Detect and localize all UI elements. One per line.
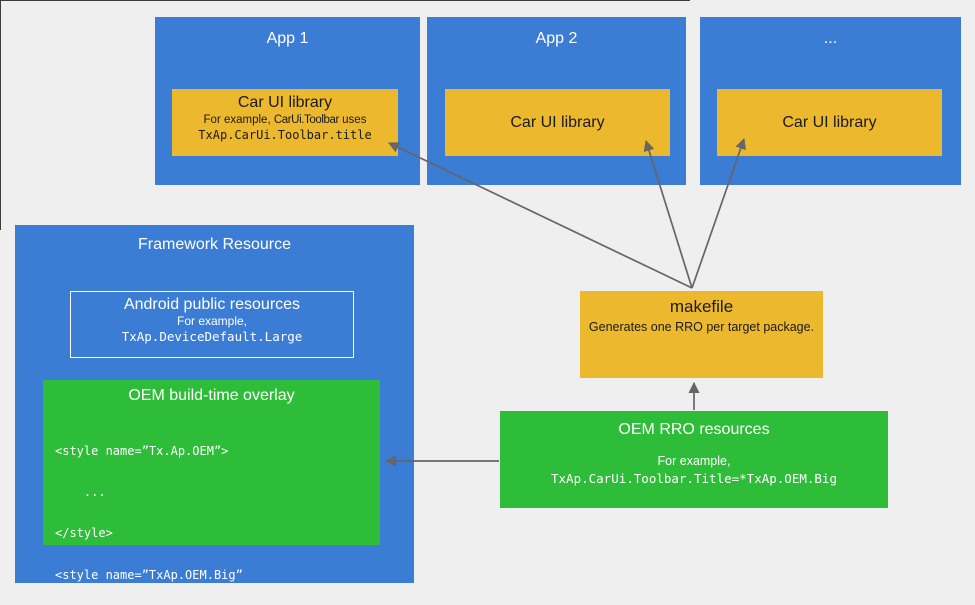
oem-build-time-overlay-title: OEM build-time overlay xyxy=(128,387,295,404)
oem-rro-resources-box: OEM RRO resources For example, TxAp.CarU… xyxy=(500,411,888,508)
app1-box: App 1 Car UI library For example, CarUi.… xyxy=(155,17,420,185)
android-public-resources-example-code: TxAp.DeviceDefault.Large xyxy=(121,329,303,344)
app1-example-prefix: For example, xyxy=(203,114,274,126)
app2-box: App 2 Car UI library xyxy=(427,17,686,185)
makefile-title: makefile xyxy=(669,297,734,316)
oem-rro-example-label: For example, xyxy=(657,454,731,468)
app1-example-ref: CarUi.Toolbar xyxy=(273,114,340,126)
app2-car-ui-library-title: Car UI library xyxy=(510,113,605,131)
app-more-car-ui-library-title: Car UI library xyxy=(782,113,877,131)
oem-overlay-code-block: <style name=”Tx.Ap.OEM”> ... </style> <s… xyxy=(43,417,380,605)
app-more-box: ... Car UI library xyxy=(700,17,961,185)
oem-rro-resources-title: OEM RRO resources xyxy=(618,421,770,438)
code-line: ... xyxy=(55,484,106,499)
app1-car-ui-library-title: Car UI library xyxy=(237,94,333,111)
code-line: <style name=”Tx.Ap.OEM”> xyxy=(55,443,229,458)
app1-car-ui-library-code: TxAp.CarUi.Toolbar.title xyxy=(198,128,372,142)
android-public-resources-example-label: For example, xyxy=(176,314,248,328)
app1-car-ui-library-box: Car UI library For example, CarUi.Toolba… xyxy=(172,89,398,156)
app-more-car-ui-library-box: Car UI library xyxy=(717,89,942,156)
android-public-resources-title: Android public resources xyxy=(123,296,301,313)
app-more-title: ... xyxy=(823,30,838,47)
code-line: </style> xyxy=(55,526,113,541)
code-line: <style name=”TxAp.OEM.Big” xyxy=(55,567,243,582)
app1-title: App 1 xyxy=(266,30,309,47)
app1-car-ui-library-example: For example, CarUi.Toolbar uses xyxy=(172,113,398,127)
app1-example-suffix: uses xyxy=(338,114,367,126)
android-public-resources-box: Android public resources For example, Tx… xyxy=(70,291,354,358)
oem-rro-example-code: TxAp.CarUi.Toolbar.Title=*TxAp.OEM.Big xyxy=(551,471,837,486)
framework-resource-box: Framework Resource Android public resour… xyxy=(15,225,414,583)
makefile-subtitle: Generates one RRO per target package. xyxy=(588,320,815,334)
app2-title: App 2 xyxy=(535,30,578,47)
frame-left-edge xyxy=(0,0,1,230)
frame-top-edge xyxy=(0,0,690,1)
framework-resource-title: Framework Resource xyxy=(138,236,291,253)
makefile-box: makefile Generates one RRO per target pa… xyxy=(580,291,823,378)
oem-build-time-overlay-box: OEM build-time overlay <style name=”Tx.A… xyxy=(43,380,380,582)
app2-car-ui-library-box: Car UI library xyxy=(445,89,670,156)
